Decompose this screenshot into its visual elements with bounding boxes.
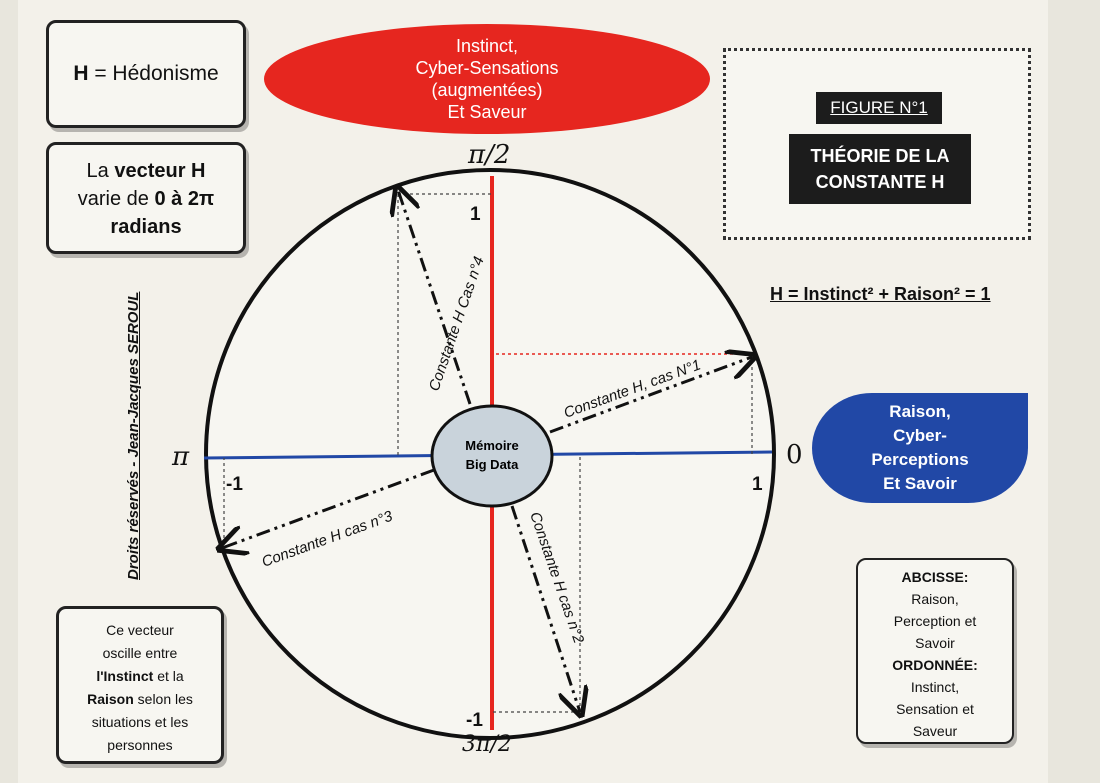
instinct-line-4: Et Saveur [447,102,527,122]
abscisse-line-2: Perception et [893,613,977,629]
abscisse-line-3: Savoir [915,635,955,651]
vector-text-1b: vecteur H [114,160,206,182]
vector-case-1 [549,357,752,434]
abscisse-title: ABCISSE: [901,569,969,585]
osc-line-3b: et la [153,668,184,684]
angle-right: 0 [786,440,803,470]
theory-title-line-2: CONSTANTE H [815,172,945,192]
vector-case-3 [222,468,435,548]
ordonnee-line-2: Sensation et [896,701,974,717]
vector-text-2b: 0 à 2π [154,188,215,210]
raison-line-2: Cyber- [893,426,947,445]
ordonnee-title: ORDONNÉE: [892,657,978,673]
unit-label-bottom: -1 [466,710,483,731]
raison-line-1: Raison, [889,402,951,421]
hedonism-box: H = Hédonisme [46,20,246,128]
osc-line-4b: selon les [133,691,193,707]
osc-line-3a: l'Instinct [96,668,154,684]
memory-center [430,404,554,508]
instinct-ellipse: Instinct, Cyber-Sensations (augmentées) … [264,24,710,134]
center-line-1: Mémoire [465,438,518,453]
hedonism-text: = Hédonisme [88,62,219,85]
osc-line-1: Ce vecteur [106,622,174,638]
oscillation-box: Ce vecteur oscille entre l'Instinct et l… [56,606,224,764]
theory-title: THÉORIE DE LA CONSTANTE H [789,134,971,204]
vector-case-2 [510,505,580,712]
osc-line-5: situations et les [91,714,189,730]
figure-label: FIGURE N°1 [816,92,942,124]
axis-legend-box: ABCISSE: Raison, Perception et Savoir OR… [856,558,1014,744]
osc-line-2: oscille entre [102,645,178,661]
osc-line-4a: Raison [87,691,134,707]
vector-text-2a: varie de [77,188,155,210]
unit-label-top: 1 [470,204,481,225]
ordonnee-line-1: Instinct, [910,679,960,695]
instinct-line-1: Instinct, [455,36,519,56]
unit-label-right: 1 [752,474,763,495]
theory-title-line-1: THÉORIE DE LA [810,146,950,166]
formula: H = Instinct² + Raison² = 1 [770,284,991,304]
angle-left: π [172,442,190,472]
osc-line-6: personnes [107,737,173,753]
raison-shape: Raison, Cyber- Perceptions Et Savoir [812,393,1028,503]
ordonnee-line-3: Saveur [912,723,958,739]
vector-text-3: radians [110,216,182,238]
angle-bottom: 3π/2 [462,732,512,757]
vector-range-box: La vecteur H varie de 0 à 2π radians [46,142,246,254]
h-letter: H [73,62,89,85]
unit-label-left: -1 [226,474,243,495]
vector-text-1a: La [86,160,115,182]
vector-case-4 [398,190,472,405]
abscisse-line-1: Raison, [911,591,959,607]
raison-line-3: Perceptions [871,450,969,469]
instinct-line-2: Cyber-Sensations [415,58,559,78]
angle-top: π/2 [468,140,511,170]
center-line-2: Big Data [466,457,520,472]
raison-line-4: Et Savoir [883,474,957,493]
instinct-line-3: (augmentées) [431,80,543,100]
